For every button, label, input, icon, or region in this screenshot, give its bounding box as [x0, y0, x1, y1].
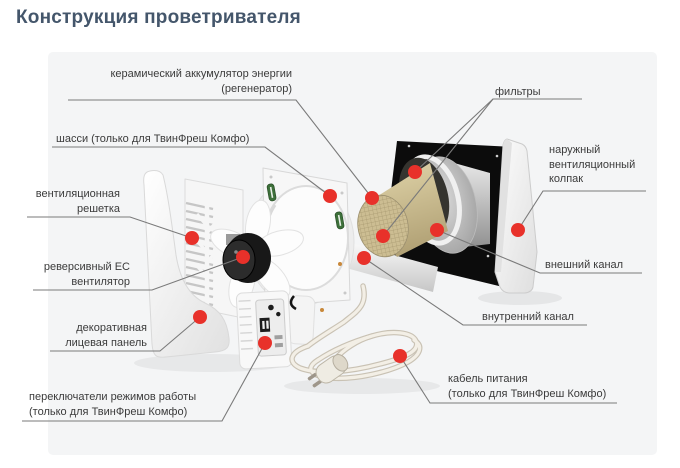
label-mode-switches: переключатели режимов работы (только для… — [29, 391, 197, 418]
power-plug — [307, 354, 349, 388]
leader-regenerator — [68, 99, 373, 199]
marker-outer-hood-dot — [511, 223, 525, 237]
fastener-dot — [338, 262, 342, 266]
label-power-cable: кабель питания (только для ТвинФреш Комф… — [448, 373, 607, 400]
marker-fan-dot — [236, 250, 250, 264]
connector — [274, 334, 283, 340]
control-module — [235, 290, 293, 370]
label-chassis: шасси (только для ТвинФреш Комфо) — [56, 133, 250, 145]
leader-inner-channel — [363, 257, 587, 326]
leader-mode-switches — [22, 342, 266, 422]
switch-knob — [276, 311, 281, 317]
bracket-hook — [289, 295, 297, 311]
label-grille: вентиляционная решетка — [35, 188, 120, 215]
dip-slider — [262, 320, 265, 329]
marker-dots — [185, 165, 525, 363]
front-panel — [143, 170, 230, 358]
leader-filters-b — [382, 98, 494, 237]
marker-filter-inner-dot — [376, 229, 390, 243]
dip-slider — [266, 320, 269, 329]
leader-outer-hood — [517, 190, 646, 231]
marker-regenerator-dot — [365, 191, 379, 205]
marker-filter-outer-dot — [408, 165, 422, 179]
marker-chassis-dot — [323, 189, 337, 203]
label-inner-channel: внутренний канал — [482, 311, 574, 323]
leader-outer-channel — [436, 229, 642, 274]
latch-left — [266, 183, 277, 202]
leader-power-cable — [399, 355, 617, 404]
leader-chassis — [52, 146, 331, 197]
screw-hole — [343, 291, 347, 295]
screw-dot — [495, 154, 499, 158]
marker-grille-dot — [185, 231, 199, 245]
screw-hole — [340, 191, 344, 195]
power-cable — [289, 283, 423, 388]
motor-detail — [234, 250, 238, 254]
marker-mode-switches-dot — [258, 336, 272, 350]
leader-front-panel — [50, 316, 201, 352]
outer-hood-edge — [495, 139, 512, 272]
marker-inner-channel-dot — [357, 251, 371, 265]
leader-fan — [33, 256, 244, 291]
inner-channel-tube — [328, 237, 438, 292]
screw-dot — [407, 144, 411, 148]
switch-knob — [268, 304, 274, 311]
label-regenerator: керамический аккумулятор энергии (регене… — [110, 68, 293, 95]
fastener-dot — [320, 308, 324, 312]
leader-grille — [27, 216, 193, 239]
leader-lines — [22, 98, 646, 422]
label-front-panel: декоративная лицевая панель — [65, 322, 147, 349]
label-fan: реверсивный ЕС вентилятор — [43, 261, 130, 288]
grille-branch — [195, 200, 218, 305]
label-filters: фильтры — [495, 86, 541, 98]
label-outer-hood: наружный вентиляционный колпак — [549, 144, 636, 185]
label-outer-channel: внешний канал — [545, 259, 624, 271]
page-title: Конструкция проветривателя — [16, 7, 301, 28]
screw-dot — [486, 254, 490, 258]
connector — [274, 342, 284, 348]
street-side-assembly — [322, 138, 538, 294]
regenerator-honeycomb — [357, 195, 409, 257]
screw-hole — [269, 175, 273, 179]
latch-right — [334, 211, 345, 230]
marker-power-cable-dot — [393, 349, 407, 363]
marker-front-panel-dot — [193, 310, 207, 324]
marker-outer-channel-dot — [430, 223, 444, 237]
